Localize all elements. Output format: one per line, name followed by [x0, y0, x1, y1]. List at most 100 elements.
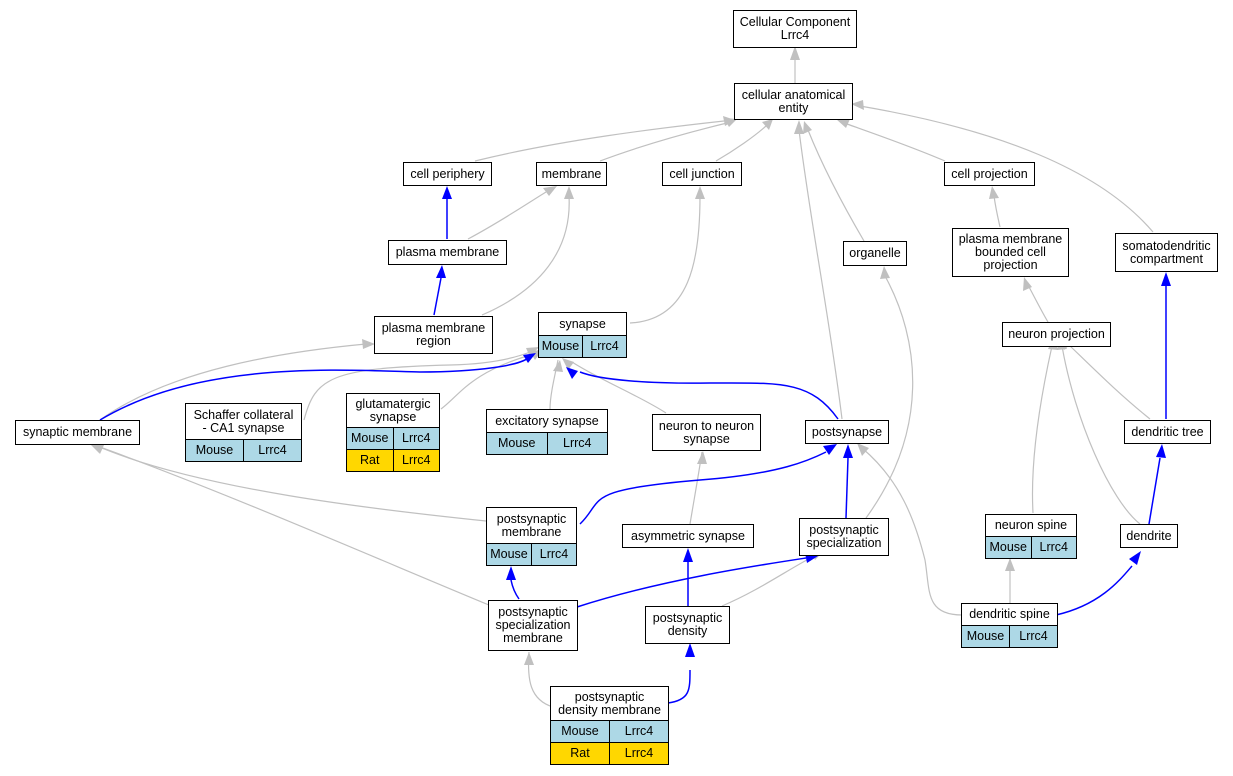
- species-cell: Mouse: [966, 629, 1005, 643]
- node-label: plasma membrane: [395, 245, 500, 259]
- species-cell: Rat: [570, 746, 590, 760]
- arrowhead: [823, 444, 837, 455]
- node-organelle[interactable]: organelle: [843, 241, 907, 266]
- node-label: dendritic spine: [969, 607, 1050, 621]
- arrowhead: [836, 119, 850, 128]
- species-cell: Mouse: [497, 436, 536, 450]
- node-postsynapse[interactable]: postsynapse: [805, 420, 889, 444]
- node-label: specialization: [806, 536, 882, 550]
- species-cell: Mouse: [989, 540, 1028, 554]
- node-asymmetric-synapse[interactable]: asymmetric synapse: [622, 524, 754, 548]
- node-label: postsynaptic: [652, 611, 723, 625]
- edge-dendrite-dtree: [1148, 457, 1161, 525]
- node-cell-projection[interactable]: cell projection: [944, 162, 1035, 186]
- edge-organelle-pss: [865, 275, 914, 519]
- node-label: postsynaptic: [496, 511, 567, 526]
- node-label: membrane: [541, 166, 602, 181]
- node-label: postsynapse: [811, 424, 883, 439]
- arrowhead: [790, 46, 800, 60]
- arrowhead: [857, 443, 869, 456]
- node-plasma-membrane[interactable]: plasma membrane: [388, 240, 507, 265]
- edge-sdc-cae: [859, 105, 1154, 233]
- node-label: Lrrc4: [780, 28, 810, 42]
- edge-synm-pmr: [99, 343, 367, 421]
- node-dendrite[interactable]: dendrite: [1120, 524, 1178, 548]
- node-cell-periphery[interactable]: cell periphery: [403, 162, 492, 186]
- arrowhead: [695, 186, 705, 199]
- arrowhead: [1023, 277, 1032, 291]
- node-label: entity: [778, 100, 809, 115]
- mouse-annotation-row: Mouse Lrrc4: [487, 432, 607, 454]
- gene-cell: Lrrc4: [546, 433, 608, 454]
- arrowhead: [880, 266, 890, 279]
- species-cell: Mouse: [195, 443, 234, 457]
- node-label: - CA1 synapse: [202, 420, 285, 435]
- edge-pssm-pss: [576, 557, 807, 608]
- gene-cell: Lrrc4: [582, 336, 626, 357]
- node-dendritic-tree[interactable]: dendritic tree: [1124, 420, 1211, 444]
- node-label: bounded cell: [975, 245, 1046, 259]
- edge-projection-cae: [846, 123, 946, 162]
- node-label: synapse: [559, 316, 606, 331]
- gene-cell: Lrrc4: [392, 450, 440, 471]
- node-label: postsynaptic: [809, 523, 879, 537]
- edge-gluta-synapse: [440, 353, 535, 410]
- part-of-arrowheads: [436, 186, 1171, 657]
- arrowhead: [566, 367, 578, 379]
- node-label: region: [416, 334, 451, 348]
- node-cell-junction[interactable]: cell junction: [662, 162, 742, 186]
- node-label: postsynaptic: [498, 605, 568, 619]
- node-label: cellular anatomical: [741, 87, 846, 102]
- gene-cell: Lrrc4: [392, 428, 440, 449]
- node-neuron-projection[interactable]: neuron projection: [1002, 322, 1111, 347]
- edge-dendrite-nproj: [1061, 345, 1141, 525]
- edge-junction-cae: [715, 125, 767, 162]
- arrowhead: [362, 339, 375, 349]
- node-synaptic-membrane[interactable]: synaptic membrane: [15, 420, 140, 445]
- arrowhead: [683, 548, 693, 562]
- node-label: synapse: [369, 409, 417, 424]
- arrowhead: [543, 186, 557, 196]
- node-membrane[interactable]: membrane: [536, 162, 607, 186]
- node-label: synaptic membrane: [22, 425, 133, 439]
- edge-pmbcp-projection: [993, 195, 1001, 228]
- is-a-edges: [96, 60, 1154, 708]
- species-cell: Mouse: [350, 431, 389, 445]
- node-label: organelle: [849, 246, 901, 260]
- arrowhead: [685, 643, 695, 657]
- edge-dtree-nproj: [1067, 343, 1151, 420]
- species-cell: Mouse: [490, 547, 528, 561]
- arrowhead: [1129, 551, 1141, 565]
- arrowhead: [562, 358, 574, 370]
- arrowhead: [724, 118, 737, 127]
- edge-pm-membrane: [467, 191, 547, 240]
- arrowhead: [851, 100, 864, 110]
- arrowhead: [524, 652, 534, 665]
- edge-postsyn-cae: [798, 129, 843, 420]
